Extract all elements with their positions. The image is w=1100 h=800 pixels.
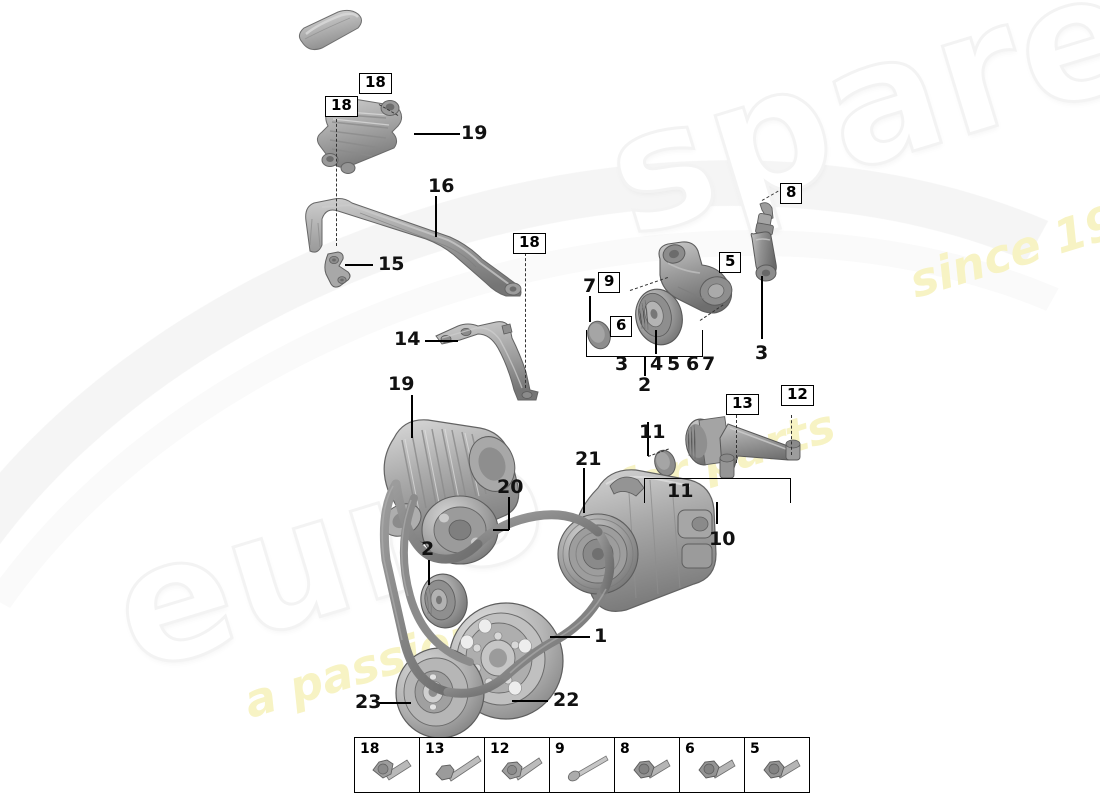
flange-bolt-medium-icon: [501, 757, 543, 781]
legend-cell-8[interactable]: 8: [615, 738, 680, 792]
callout-21: 21: [575, 448, 602, 470]
callout-group2-id: 2: [638, 374, 652, 396]
leader-21: [583, 468, 585, 513]
watermark-tagline-3: since 1985: [903, 175, 1100, 309]
leader-2-lower: [428, 560, 430, 585]
legend-number-6: 6: [685, 741, 695, 757]
callout-22: 22: [553, 689, 580, 711]
part-11-cap: [650, 447, 680, 484]
callout-20: 20: [497, 476, 524, 498]
callout-11-upper: 11: [639, 421, 666, 443]
legend-number-18: 18: [360, 741, 380, 757]
legend-cell-13[interactable]: 13: [420, 738, 485, 792]
leader-11a: [647, 422, 649, 456]
legend-cell-5[interactable]: 5: [745, 738, 809, 792]
bracket-group-10: [644, 478, 791, 503]
leader-17: [414, 133, 460, 135]
leader-20a: [508, 497, 510, 530]
callout-23: 23: [355, 691, 382, 713]
callout-group2-7: 7: [702, 353, 716, 375]
callout-group10-11: 11: [667, 480, 694, 502]
callout-14: 14: [394, 328, 421, 350]
leader-19: [411, 395, 413, 438]
legend-cell-6[interactable]: 6: [680, 738, 745, 792]
boxed-callout-12: 12: [781, 385, 814, 406]
callout-3-right: 3: [755, 342, 769, 364]
leader-7: [589, 296, 591, 322]
part-20-belt-guide-segment: [392, 486, 632, 711]
part-1-serpentine-belt: [360, 440, 680, 745]
boxed-callout-18-mid: 18: [513, 233, 546, 254]
hex-bolt-short-icon-8: [633, 759, 671, 779]
callout-group2-6: 6: [686, 353, 700, 375]
leader-12: [791, 415, 792, 455]
flange-bolt-short-icon: [372, 759, 412, 781]
boxed-callout-18-top: 18: [359, 73, 392, 94]
watermark-brand-spares: spares: [584, 0, 1100, 277]
boxed-callout-13: 13: [726, 394, 759, 415]
part-16-support-rail: [300, 193, 540, 308]
callout-1: 1: [594, 625, 608, 647]
callout-15: 15: [378, 253, 405, 275]
bracket-group-2-stem: [644, 356, 646, 376]
leader-18-mid: [525, 253, 526, 388]
part-15-clip-bracket: [320, 250, 360, 297]
boxed-callout-9: 9: [598, 272, 621, 293]
fastener-legend-table: 18 13 12 9: [354, 737, 810, 793]
pin-bolt-thin-icon: [567, 755, 609, 782]
leader-4: [655, 330, 657, 354]
callout-17: 19: [461, 122, 488, 144]
leader-20b: [493, 529, 509, 531]
boxed-callout-5: 5: [719, 252, 742, 273]
hex-bolt-long-icon: [435, 755, 482, 782]
part-4-tensioner-pulley: [628, 285, 690, 354]
bracket-group-10-stem: [716, 502, 718, 524]
legend-number-5: 5: [750, 741, 760, 757]
leader-15: [345, 264, 373, 266]
callout-group2-5: 5: [667, 353, 681, 375]
leader-13: [736, 415, 737, 463]
leader-1: [550, 636, 590, 638]
callout-group2-4: 4: [650, 353, 664, 375]
part-3-tensioner-damper: [740, 200, 786, 291]
leader-18-left: [336, 114, 337, 246]
leader-16: [435, 196, 437, 237]
hex-bolt-short-icon-5: [763, 759, 801, 779]
boxed-callout-6: 6: [610, 316, 633, 337]
callout-7: 7: [583, 275, 597, 297]
legend-cell-12[interactable]: 12: [485, 738, 550, 792]
part-14-flat-bracket: [432, 318, 552, 409]
legend-cell-18[interactable]: 18: [355, 738, 420, 792]
legend-cell-9[interactable]: 9: [550, 738, 615, 792]
callout-group10-id: 10: [709, 528, 736, 550]
legend-number-9: 9: [555, 741, 565, 757]
legend-number-8: 8: [620, 741, 630, 757]
callout-group2-3: 3: [615, 353, 629, 375]
boxed-callout-18-left: 18: [325, 96, 358, 117]
part-10-idler-bracket: [676, 412, 806, 497]
part-2-idler-pulley-lower: [414, 570, 474, 637]
leader-23: [379, 702, 411, 704]
part-7-cap: [583, 318, 615, 357]
leader-14: [425, 340, 458, 342]
callout-2-lower: 2: [421, 538, 435, 560]
leader-3-right: [761, 276, 763, 339]
part-cover-cap: [292, 8, 372, 65]
leader-22: [512, 700, 548, 702]
callout-16: 16: [428, 175, 455, 197]
boxed-callout-8: 8: [780, 183, 803, 204]
legend-number-13: 13: [425, 741, 445, 757]
hex-bolt-short-icon-6: [698, 759, 736, 779]
legend-number-12: 12: [490, 741, 510, 757]
callout-19: 19: [388, 373, 415, 395]
part-3-belt-tensioner: [648, 237, 748, 334]
